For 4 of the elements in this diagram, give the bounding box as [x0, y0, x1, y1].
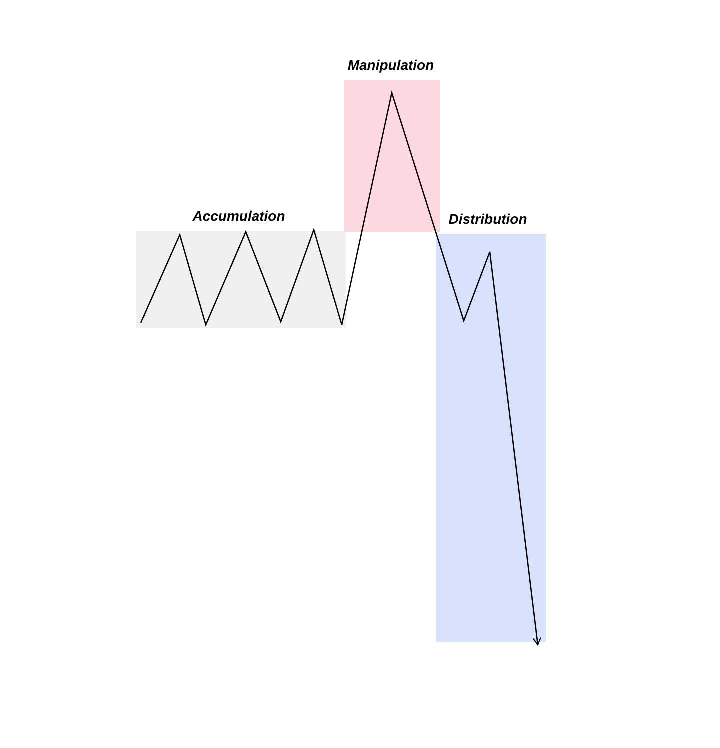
zone-heading: Accumulation	[192, 207, 286, 225]
price-path-arrow	[361, 90, 542, 646]
zone-heading: Distribution	[448, 210, 528, 228]
zone-heading: Manipulation	[348, 56, 434, 74]
